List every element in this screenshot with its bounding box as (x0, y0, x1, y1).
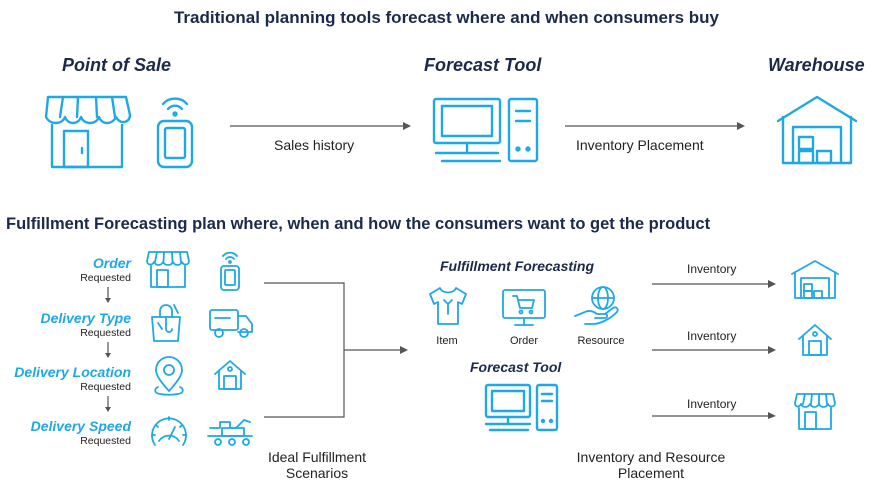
step-delivery-speed-sub: Requested (80, 435, 131, 447)
warehouse-icon (776, 95, 858, 165)
phone-icon (156, 97, 194, 169)
shirt-icon (429, 287, 467, 325)
computer-icon (484, 383, 559, 432)
step-delivery-type-label: Delivery Type (40, 310, 131, 326)
forecast-tool-label: Forecast Tool (424, 55, 542, 75)
point-of-sale-label: Point of Sale (62, 55, 172, 75)
phone-icon (220, 251, 240, 291)
computer-icon (432, 97, 539, 163)
resource-label: Resource (577, 335, 625, 347)
inventory-label-1: Inventory (687, 262, 737, 276)
top-title: Traditional planning tools forecast wher… (173, 8, 720, 27)
shopping-bag-icon (151, 304, 181, 342)
step-order-sub: Requested (80, 272, 131, 284)
store-icon (146, 251, 190, 288)
sales-history-label: Sales history (274, 137, 355, 153)
ideal-scenarios-label: Ideal Fulfillment Scenarios (267, 449, 367, 481)
house-icon (214, 360, 246, 390)
house-icon (798, 324, 832, 356)
warehouse-label: Warehouse (768, 55, 865, 75)
warehouse-icon (791, 260, 839, 299)
fulfillment-forecasting-label: Fulfillment Forecasting (440, 258, 595, 274)
location-pin-icon (154, 356, 184, 396)
truck-icon (209, 309, 253, 338)
step-delivery-speed-label: Delivery Speed (30, 418, 131, 434)
store-icon (794, 393, 836, 430)
forecast-tool-bottom-label: Forecast Tool (470, 359, 562, 375)
inventory-arrows (652, 280, 776, 419)
inventory-placement-arrow (565, 122, 745, 130)
speedometer-icon (151, 416, 187, 446)
order-label: Order (509, 335, 539, 347)
item-label: Item (436, 335, 458, 347)
bottom-title: Fulfillment Forecasting plan where, when… (6, 215, 711, 233)
step-delivery-type-sub: Requested (80, 327, 131, 339)
step-delivery-location-label: Delivery Location (14, 364, 131, 380)
step-order-label: Order (92, 255, 131, 271)
store-icon (44, 95, 132, 169)
inventory-placement-label: Inventory Placement (576, 137, 704, 153)
step-delivery-location-sub: Requested (80, 381, 131, 393)
step-arrows (105, 287, 111, 412)
inventory-label-2: Inventory (687, 329, 737, 343)
scenarios-bracket (264, 282, 408, 418)
cart-screen-icon (502, 289, 546, 326)
inventory-label-3: Inventory (687, 397, 737, 411)
conveyor-icon (207, 419, 253, 446)
sales-history-arrow (230, 122, 411, 130)
placement-label: Inventory and Resource Placement (576, 449, 726, 481)
globe-hand-icon (574, 286, 619, 325)
